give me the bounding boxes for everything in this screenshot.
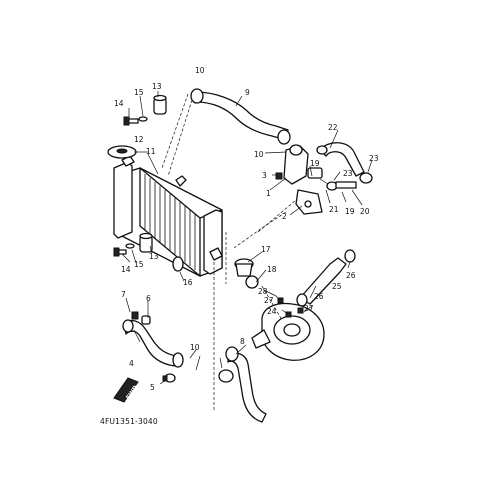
callout-label: 2 bbox=[282, 212, 287, 221]
thermostat bbox=[234, 258, 259, 289]
callout-label: 22 bbox=[328, 123, 338, 132]
callout-label: 10 bbox=[254, 150, 264, 159]
callout-label: 14 bbox=[121, 265, 131, 274]
callout-label: 17 bbox=[261, 245, 271, 254]
leader-lines bbox=[121, 91, 373, 412]
callout-label: 27 bbox=[264, 296, 274, 305]
upper-radiator-hose bbox=[190, 88, 291, 145]
callout-label: 4 bbox=[129, 359, 134, 368]
lower-radiator-hose bbox=[122, 311, 184, 383]
callout-label: 15 bbox=[134, 260, 144, 269]
callout-label: 13 bbox=[149, 252, 159, 261]
callout-label: 26 bbox=[314, 292, 324, 301]
fwd-arrow-icon: FWD bbox=[113, 377, 140, 403]
callout-label: 6 bbox=[146, 294, 151, 303]
callout-label: 13 bbox=[152, 82, 162, 91]
callout-label: 23 bbox=[343, 169, 353, 178]
callout-label: 14 bbox=[114, 99, 124, 108]
radiator-core bbox=[113, 155, 223, 277]
callout-labels: 1 2 3 4 5 6 7 8 9 10 10 10 11 12 13 13 1… bbox=[114, 66, 379, 392]
upper-mount-hardware bbox=[123, 94, 167, 126]
callout-label: 10 bbox=[190, 343, 200, 352]
callout-label: 1 bbox=[266, 189, 271, 198]
callout-label: 16 bbox=[183, 278, 193, 287]
callout-label: 26 bbox=[346, 271, 356, 280]
callout-label: 11 bbox=[146, 147, 156, 156]
callout-label: 10 bbox=[195, 66, 205, 75]
part-code: 4FU1351-3040 bbox=[100, 417, 158, 426]
pump-hose bbox=[296, 249, 356, 307]
callout-label: 12 bbox=[134, 135, 144, 144]
callout-label: 8 bbox=[240, 337, 245, 346]
callout-label: 19 bbox=[310, 159, 320, 168]
callout-label: 3 bbox=[262, 171, 267, 180]
callout-label: 27 bbox=[304, 304, 314, 313]
water-pump bbox=[251, 297, 325, 361]
callout-label: 23 bbox=[369, 154, 379, 163]
callout-label: 28 bbox=[258, 287, 268, 296]
callout-label: 24 bbox=[267, 307, 277, 316]
callout-label: 21 bbox=[329, 205, 339, 214]
callout-label: 20 bbox=[360, 207, 370, 216]
radiator-cap bbox=[107, 145, 137, 159]
callout-label: 18 bbox=[267, 265, 277, 274]
callout-label: 19 bbox=[345, 207, 355, 216]
callout-label: 15 bbox=[134, 88, 144, 97]
callout-label: 9 bbox=[245, 88, 250, 97]
thermostat-housing bbox=[275, 144, 357, 215]
callout-label: 5 bbox=[150, 383, 155, 392]
lower-mount-hardware bbox=[113, 232, 184, 272]
callout-label: 25 bbox=[332, 282, 342, 291]
water-pump-hose bbox=[218, 346, 267, 423]
callout-label: 7 bbox=[121, 290, 126, 299]
bypass-hose bbox=[316, 142, 373, 184]
